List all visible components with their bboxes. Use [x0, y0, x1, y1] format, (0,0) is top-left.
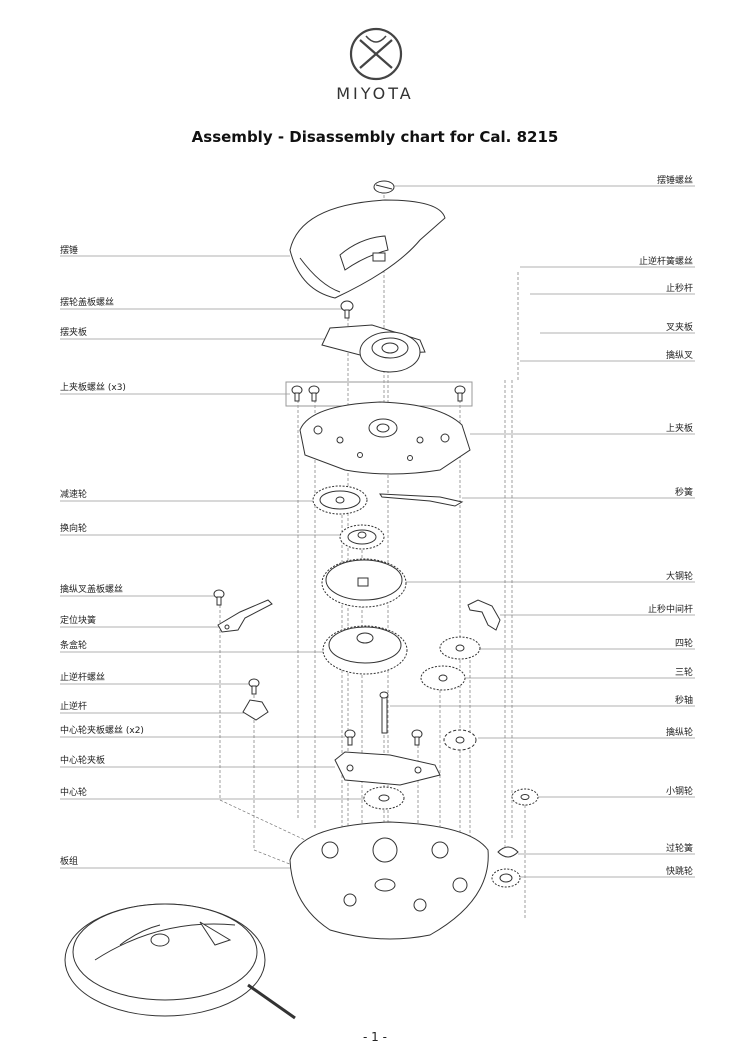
quick-jump-wheel-icon — [491, 868, 521, 888]
barrel-wheel-icon — [322, 625, 408, 675]
big-steel-wheel-icon — [321, 558, 407, 608]
labels-left: 摆锤 摆轮盖板螺丝 摆夹板 上夹板螺丝 (x3) 减速轮 换向轮 擒纵叉盖板螺丝… — [60, 244, 144, 867]
rotor-icon — [289, 199, 446, 299]
page-title: Assembly - Disassembly chart for Cal. 82… — [191, 128, 559, 146]
leader-lines — [60, 185, 695, 878]
rotor-screw-icon — [373, 180, 395, 194]
stop-second-intermediate-lever-icon — [467, 599, 501, 631]
label-pallet-bridge: 叉夹板 — [666, 321, 693, 333]
label-reversing-wheel: 换向轮 — [60, 522, 87, 534]
second-spring-icon — [379, 493, 464, 507]
reduction-wheel-icon — [312, 485, 368, 515]
label-barrel-wheel: 条盒轮 — [60, 639, 87, 651]
label-click-screw: 止逆杆螺丝 — [60, 671, 105, 683]
labels-right: 摆锤螺丝 止逆杆簧螺丝 止秒杆 叉夹板 擒纵叉 上夹板 秒簧 大钢轮 止秒中间杆… — [639, 174, 693, 877]
label-escape-wheel: 擒纵轮 — [666, 726, 693, 738]
label-rotor-screw: 摆锤螺丝 — [657, 174, 693, 186]
label-position-spring: 定位块簧 — [60, 614, 96, 626]
click-icon — [242, 699, 269, 721]
upper-plate-icon — [299, 401, 471, 475]
third-wheel-icon — [420, 665, 466, 691]
label-click: 止逆杆 — [60, 700, 87, 712]
assembled-movement-icon — [64, 903, 296, 1020]
upper-plate-screws-icon — [285, 381, 473, 407]
center-wheel-bridge-screws-icon — [344, 729, 423, 746]
label-third-wheel: 三轮 — [675, 666, 693, 678]
miyota-logo-icon — [349, 27, 403, 81]
main-plate-icon — [289, 821, 489, 940]
small-steel-wheel-icon — [511, 788, 539, 806]
balance-bridge-screw-icon — [340, 300, 354, 319]
balance-bridge-icon — [321, 324, 426, 373]
label-intermediate-wheel-spring: 过轮簧 — [666, 842, 693, 854]
label-click-spring-screw: 止逆杆簧螺丝 — [639, 255, 693, 267]
escape-wheel-icon — [443, 729, 477, 751]
label-big-steel-wheel: 大钢轮 — [666, 570, 693, 582]
label-pallet-cover-screw: 擒纵叉盖板螺丝 — [60, 583, 123, 595]
label-pallet-fork: 擒纵叉 — [666, 349, 693, 361]
brand-name: MIYOTA — [336, 84, 414, 103]
label-balance-bridge: 摆夹板 — [60, 326, 87, 338]
label-reduction-wheel: 减速轮 — [60, 488, 87, 500]
label-center-wheel-bridge-screws: 中心轮夹板螺丝 (x2) — [60, 724, 144, 736]
click-screw-icon — [248, 678, 260, 695]
center-wheel-bridge-icon — [334, 751, 441, 786]
pallet-cover-screw-icon — [213, 589, 225, 606]
label-fourth-wheel: 四轮 — [675, 637, 693, 649]
label-second-pinion: 秒轴 — [675, 694, 693, 706]
label-center-wheel: 中心轮 — [60, 786, 87, 798]
label-rotor: 摆锤 — [60, 244, 78, 256]
label-upper-plate-screws: 上夹板螺丝 (x3) — [60, 381, 126, 393]
label-balance-cover-screw: 摆轮盖板螺丝 — [60, 296, 114, 308]
second-pinion-icon — [379, 691, 389, 734]
center-wheel-icon — [363, 786, 405, 810]
assembly-axes — [219, 195, 526, 920]
label-quick-jump-wheel: 快跳轮 — [666, 865, 693, 877]
label-stop-second-intermediate-lever: 止秒中间杆 — [648, 603, 693, 615]
label-main-plate: 板组 — [60, 855, 78, 867]
label-upper-plate: 上夹板 — [666, 422, 693, 434]
label-small-steel-wheel: 小钢轮 — [666, 785, 693, 797]
label-stop-second-lever: 止秒杆 — [666, 282, 693, 294]
fourth-wheel-icon — [439, 636, 481, 660]
reversing-wheel-icon — [339, 524, 385, 550]
label-center-wheel-bridge: 中心轮夹板 — [60, 754, 105, 766]
page-number: - 1 - — [363, 1030, 387, 1044]
position-spring-icon — [217, 599, 273, 633]
label-second-spring: 秒簧 — [675, 486, 693, 498]
intermediate-wheel-spring-icon — [497, 846, 519, 858]
